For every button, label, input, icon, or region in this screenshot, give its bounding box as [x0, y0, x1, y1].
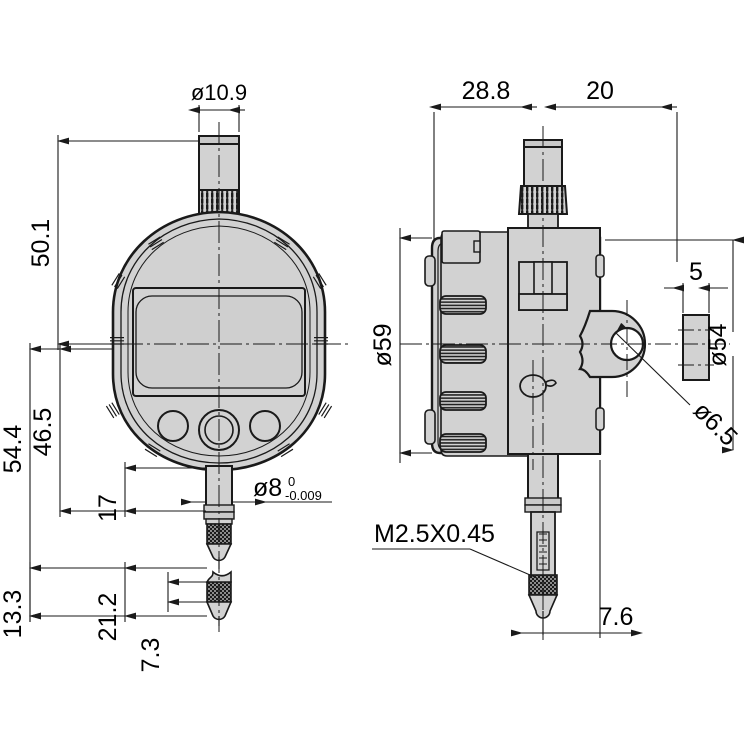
callout-thread: M2.5X0.45 [372, 520, 538, 579]
dimension-dia-10-9-label: ø10.9 [191, 80, 247, 105]
side-view [400, 126, 620, 640]
front-centrelines [88, 122, 350, 632]
callout-stem-diameter-nominal: ø8 [253, 474, 282, 502]
dimension-7-6: 7.6 [510, 460, 643, 638]
dimension-17-label: 17 [94, 494, 122, 522]
side-view-dimensions: 28.8 20 ø59 7.6 [369, 77, 678, 638]
dimension-dia-59-label: ø59 [369, 323, 397, 366]
front-view [88, 122, 350, 632]
dimension-7-3-label: 7.3 [137, 638, 165, 673]
dimension-21-2: 21.2 [94, 562, 207, 641]
side-gauge-housing [424, 227, 605, 457]
dimension-5-label: 5 [689, 258, 703, 286]
dimension-dia-10-9: ø10.9 [188, 80, 247, 132]
dimension-dia-54-label: ø54 [704, 323, 732, 366]
dimension-28-8-label: 28.8 [462, 77, 511, 105]
callout-stem-tolerance-lower: -0.009 [285, 488, 322, 503]
detail-views [574, 300, 730, 400]
callout-thread-label: M2.5X0.45 [374, 520, 495, 548]
dimension-50-1: 50.1 [27, 135, 199, 350]
front-bezel-grips [105, 236, 333, 458]
dimension-dia-59: ø59 [369, 228, 432, 463]
dimension-28-8: 28.8 [429, 77, 537, 240]
dimension-20-label: 20 [586, 77, 614, 105]
dimension-7-6-label: 7.6 [599, 603, 634, 631]
dimension-54-4-label: 54.4 [0, 425, 27, 474]
dimension-21-2-label: 21.2 [94, 593, 122, 642]
dimension-50-1-label: 50.1 [27, 219, 55, 268]
dimension-7-3: 7.3 [137, 572, 207, 672]
dimension-13-3-label: 13.3 [0, 590, 27, 639]
callout-stem-tolerance-upper: 0 [288, 474, 295, 489]
callout-stem-diameter: ø8 0 -0.009 [180, 474, 332, 506]
dimension-5: 5 [664, 258, 728, 313]
dimension-17: 17 [94, 462, 206, 522]
detail-centrelines [574, 300, 730, 400]
dimension-20: 20 [544, 77, 678, 262]
front-view-dimensions: ø10.9 50.1 54.4 46.5 [0, 80, 332, 672]
dimension-46-5-label: 46.5 [29, 408, 57, 457]
dimension-dia-54: ø54 [605, 236, 744, 454]
spacer-detail-view [682, 314, 710, 381]
